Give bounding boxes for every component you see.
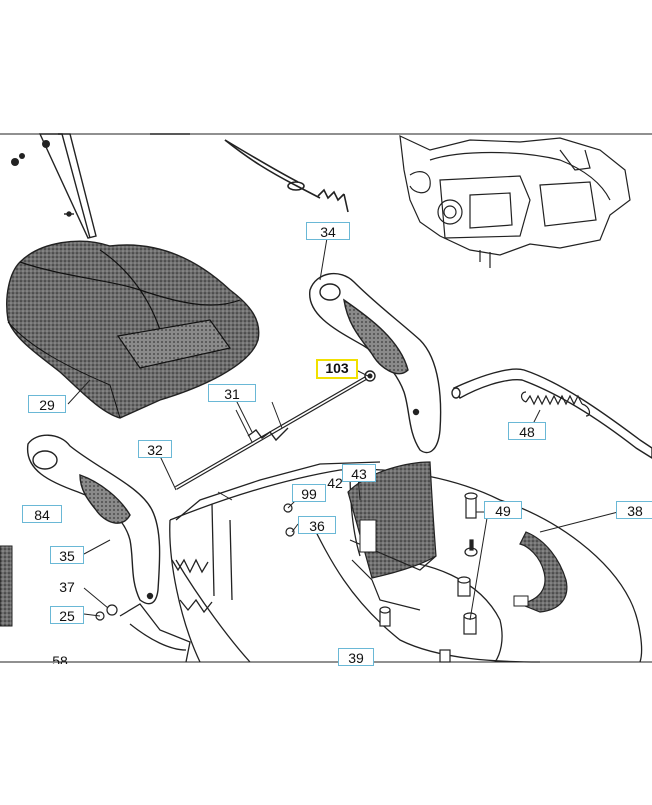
discharge-chute <box>347 461 437 611</box>
callout-39[interactable]: 39 <box>338 648 374 666</box>
callout-31[interactable]: 31 <box>208 384 256 402</box>
callout-34[interactable]: 34 <box>306 222 350 240</box>
rear-handle-bar <box>451 368 652 459</box>
left-wheel-fragment <box>0 545 13 627</box>
handle-bar <box>38 133 97 239</box>
callout-84[interactable]: 84 <box>22 505 62 523</box>
right-handle-bracket <box>309 272 442 454</box>
wheel-bracket-38 <box>513 531 568 613</box>
callout-37[interactable]: 37 <box>59 579 75 595</box>
control-cable <box>150 133 349 213</box>
small-screws-top-left <box>11 140 50 166</box>
callout-43[interactable]: 43 <box>342 464 376 482</box>
axle-rod <box>174 370 376 490</box>
engine-drawing <box>399 135 631 268</box>
callout-58[interactable]: 58 <box>52 653 68 664</box>
callout-32[interactable]: 32 <box>138 440 172 458</box>
callout-36[interactable]: 36 <box>298 516 336 534</box>
callout-29[interactable]: 29 <box>28 395 66 413</box>
spring-48 <box>520 391 591 417</box>
mower-deck <box>119 461 643 663</box>
callout-49[interactable]: 49 <box>484 501 522 519</box>
callout-99[interactable]: 99 <box>292 484 326 502</box>
fasteners <box>95 492 478 663</box>
callout-35[interactable]: 35 <box>50 546 84 564</box>
callout-48[interactable]: 48 <box>508 422 546 440</box>
callout-42[interactable]: 42 <box>327 475 343 491</box>
callout-25[interactable]: 25 <box>50 606 84 624</box>
callout-103-highlighted[interactable]: 103 <box>316 359 358 379</box>
callout-38[interactable]: 38 <box>616 501 652 519</box>
left-handle-bracket <box>26 434 161 605</box>
grass-bag-cover <box>6 240 260 419</box>
